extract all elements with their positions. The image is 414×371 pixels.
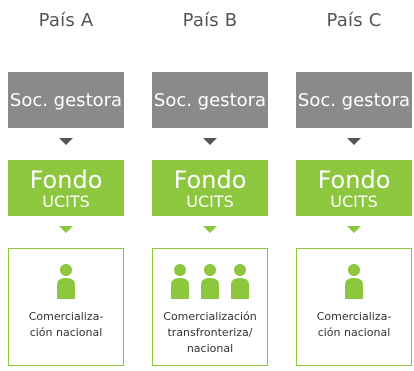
down-arrow-icon xyxy=(203,138,217,145)
marketing-line-2: transfronteriza/ xyxy=(167,326,253,339)
fondo-label: Fondo xyxy=(317,165,391,194)
marketing-line-3: nacional xyxy=(186,342,234,355)
down-arrow-icon xyxy=(59,138,73,145)
people-group xyxy=(297,263,411,303)
column-pais-a: País A Soc. gestora Fondo UCITS Comercia… xyxy=(4,0,128,371)
fondo-ucits-box: Fondo UCITS xyxy=(296,160,412,216)
fondo-label: Fondo xyxy=(29,165,103,194)
people-group xyxy=(9,263,123,303)
column-pais-b: País B Soc. gestora Fondo UCITS Comercia… xyxy=(148,0,272,371)
marketing-box: Comercializa- ción nacional xyxy=(8,248,124,366)
person-icon xyxy=(231,264,249,299)
person-icon xyxy=(345,264,363,299)
down-arrow-icon xyxy=(59,226,73,233)
fondo-label: Fondo xyxy=(173,165,247,194)
marketing-box: Comercializa- ción nacional xyxy=(296,248,412,366)
marketing-line-2: ción nacional xyxy=(29,326,103,339)
soc-gestora-box: Soc. gestora xyxy=(296,72,412,128)
column-title: País A xyxy=(38,10,94,31)
soc-gestora-box: Soc. gestora xyxy=(8,72,124,128)
person-icon xyxy=(171,264,189,299)
soc-gestora-label: Soc. gestora xyxy=(297,89,411,111)
fondo-ucits-box: Fondo UCITS xyxy=(8,160,124,216)
people-group xyxy=(153,263,267,303)
column-pais-c: País C Soc. gestora Fondo UCITS Comercia… xyxy=(292,0,414,371)
down-arrow-icon xyxy=(347,138,361,145)
soc-gestora-label: Soc. gestora xyxy=(9,89,123,111)
soc-gestora-label: Soc. gestora xyxy=(153,89,267,111)
column-title: País B xyxy=(182,10,238,31)
down-arrow-icon xyxy=(347,226,361,233)
marketing-text: Comercializa- ción nacional xyxy=(9,309,123,341)
marketing-text: Comercialización transfronteriza/ nacion… xyxy=(153,309,267,357)
ucits-label: UCITS xyxy=(186,191,234,211)
column-title: País C xyxy=(326,10,382,31)
marketing-line-1: Comercialización xyxy=(163,310,257,323)
ucits-label: UCITS xyxy=(330,191,378,211)
marketing-box: Comercialización transfronteriza/ nacion… xyxy=(152,248,268,366)
soc-gestora-box: Soc. gestora xyxy=(152,72,268,128)
down-arrow-icon xyxy=(203,226,217,233)
fondo-ucits-box: Fondo UCITS xyxy=(152,160,268,216)
marketing-line-1: Comercializa- xyxy=(28,310,104,323)
ucits-label: UCITS xyxy=(42,191,90,211)
marketing-line-1: Comercializa- xyxy=(316,310,392,323)
marketing-line-2: ción nacional xyxy=(317,326,391,339)
person-icon xyxy=(57,264,75,299)
person-icon xyxy=(201,264,219,299)
marketing-text: Comercializa- ción nacional xyxy=(297,309,411,341)
